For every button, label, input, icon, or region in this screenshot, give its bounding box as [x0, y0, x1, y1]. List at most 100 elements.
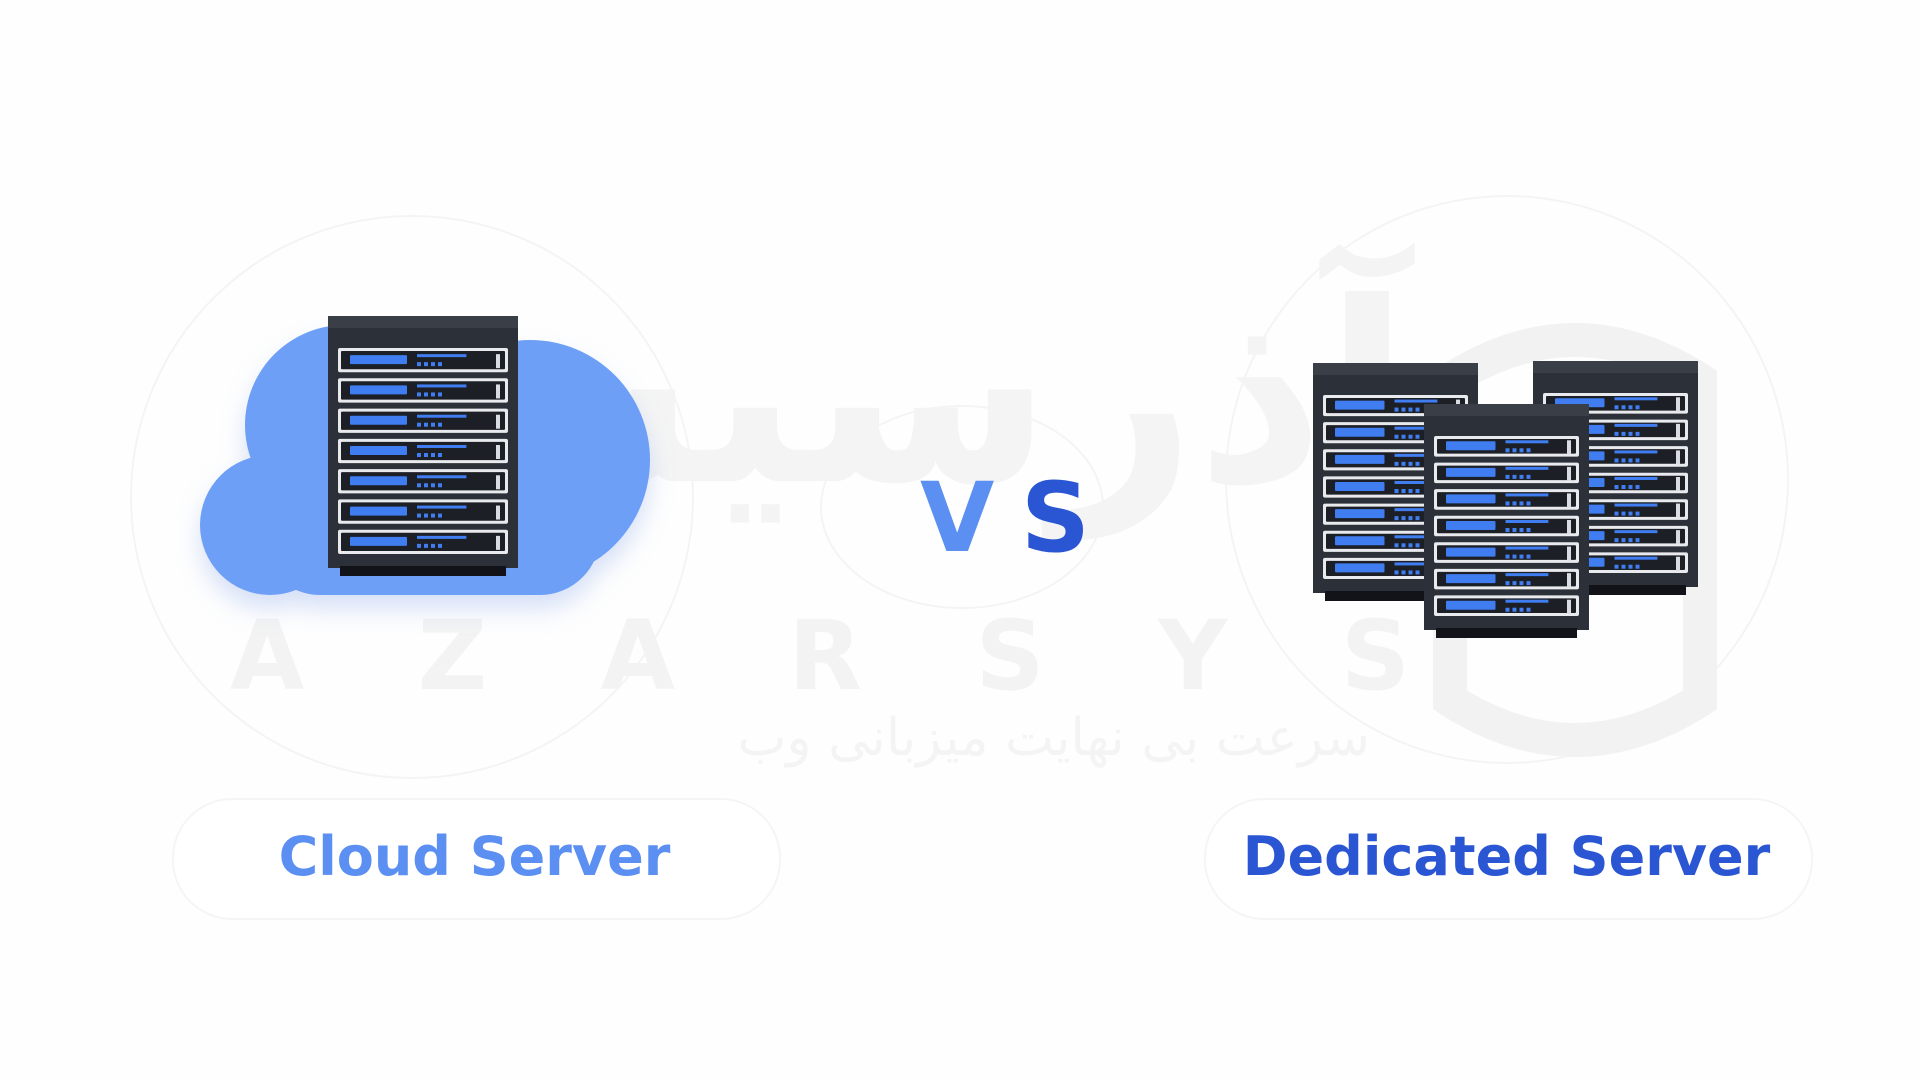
- status-led: [1394, 516, 1399, 521]
- status-led: [1394, 570, 1399, 575]
- status-led: [1526, 501, 1531, 506]
- status-led: [1526, 581, 1531, 586]
- rack-unit: [1434, 436, 1579, 457]
- status-led: [431, 422, 435, 427]
- status-led: [438, 453, 442, 457]
- status-led: [1519, 501, 1524, 506]
- rack-unit: [338, 438, 508, 464]
- status-led: [1401, 434, 1406, 439]
- status-led: [1519, 528, 1524, 532]
- status-led: [1505, 607, 1510, 612]
- status-led: [1401, 489, 1406, 493]
- rack-unit: [1434, 489, 1579, 510]
- server-tower-icon: [328, 316, 518, 576]
- status-led: [1635, 511, 1640, 516]
- status-led: [1415, 570, 1420, 575]
- rack-unit: [1434, 568, 1579, 590]
- status-led: [1621, 431, 1626, 436]
- status-led: [438, 422, 442, 427]
- status-led: [1628, 538, 1633, 543]
- status-led: [1512, 554, 1517, 559]
- drive-bay: [1446, 467, 1496, 477]
- status-led: [1635, 485, 1640, 489]
- drive-bay: [350, 446, 407, 455]
- decor-ring-right: [1225, 195, 1789, 764]
- status-led: [424, 483, 428, 488]
- status-led: [417, 483, 421, 488]
- drive-bay: [1335, 427, 1385, 437]
- status-led: [1526, 448, 1531, 453]
- status-led: [1614, 564, 1619, 569]
- status-led: [1401, 407, 1406, 412]
- server-rack-front: [1424, 404, 1589, 638]
- status-led: [1415, 543, 1420, 548]
- status-led: [431, 513, 435, 518]
- status-led: [1408, 407, 1413, 412]
- status-led: [1614, 485, 1619, 489]
- status-led: [1512, 501, 1517, 506]
- watermark-letter: S: [975, 600, 1045, 712]
- status-led: [1401, 516, 1406, 521]
- status-led: [431, 362, 435, 367]
- status-led: [1401, 461, 1406, 466]
- rack-unit: [1434, 542, 1579, 563]
- rack-unit: [338, 499, 508, 524]
- status-led: [1505, 581, 1510, 586]
- drive-bay: [1446, 441, 1496, 451]
- drive-bay: [1446, 521, 1496, 530]
- status-led: [1408, 461, 1413, 466]
- status-led: [1635, 458, 1640, 463]
- status-led: [1512, 581, 1517, 586]
- drive-bay: [350, 385, 407, 395]
- status-led: [1526, 554, 1531, 559]
- rack-base: [340, 566, 506, 576]
- status-led: [1526, 474, 1531, 479]
- drive-bay: [1335, 536, 1385, 546]
- status-led: [431, 543, 435, 548]
- drive-bay: [1335, 482, 1385, 491]
- status-led: [438, 513, 442, 518]
- status-led: [417, 543, 421, 548]
- status-led: [1512, 528, 1517, 532]
- status-led: [1519, 554, 1524, 559]
- status-led: [1628, 485, 1633, 489]
- status-led: [424, 543, 428, 548]
- status-led: [1512, 474, 1517, 479]
- status-led: [1635, 538, 1640, 543]
- status-led: [1408, 434, 1413, 439]
- status-led: [417, 453, 421, 457]
- rack-unit: [338, 348, 508, 373]
- status-led: [1614, 458, 1619, 463]
- versus-letter-s: S: [1020, 462, 1090, 574]
- status-led: [1394, 543, 1399, 548]
- rack-unit: [338, 408, 508, 433]
- status-led: [424, 392, 428, 397]
- rack-unit: [1434, 515, 1579, 537]
- status-led: [1621, 405, 1626, 410]
- status-led: [1519, 448, 1524, 453]
- status-led: [1408, 570, 1413, 575]
- status-led: [431, 483, 435, 488]
- status-led: [1505, 528, 1510, 532]
- status-led: [438, 392, 442, 397]
- watermark-brand-latin: A Z A R S Y S: [230, 608, 1410, 704]
- status-led: [1512, 607, 1517, 612]
- status-led: [1628, 511, 1633, 516]
- status-led: [1526, 607, 1531, 612]
- status-led: [1512, 448, 1517, 453]
- drive-bay: [350, 476, 407, 486]
- cloud-server-pill: [172, 798, 781, 920]
- status-led: [417, 513, 421, 518]
- drive-bay: [1446, 547, 1496, 557]
- status-led: [1614, 511, 1619, 516]
- watermark-letter: S: [1340, 600, 1410, 712]
- decor-ring-left: [130, 215, 694, 779]
- status-led: [1505, 501, 1510, 506]
- drive-bay: [350, 506, 407, 516]
- rack-unit: [338, 529, 508, 554]
- drive-bay: [1335, 563, 1385, 573]
- status-led: [1635, 405, 1640, 410]
- status-led: [1394, 434, 1399, 439]
- watermark-letter: A: [600, 600, 675, 712]
